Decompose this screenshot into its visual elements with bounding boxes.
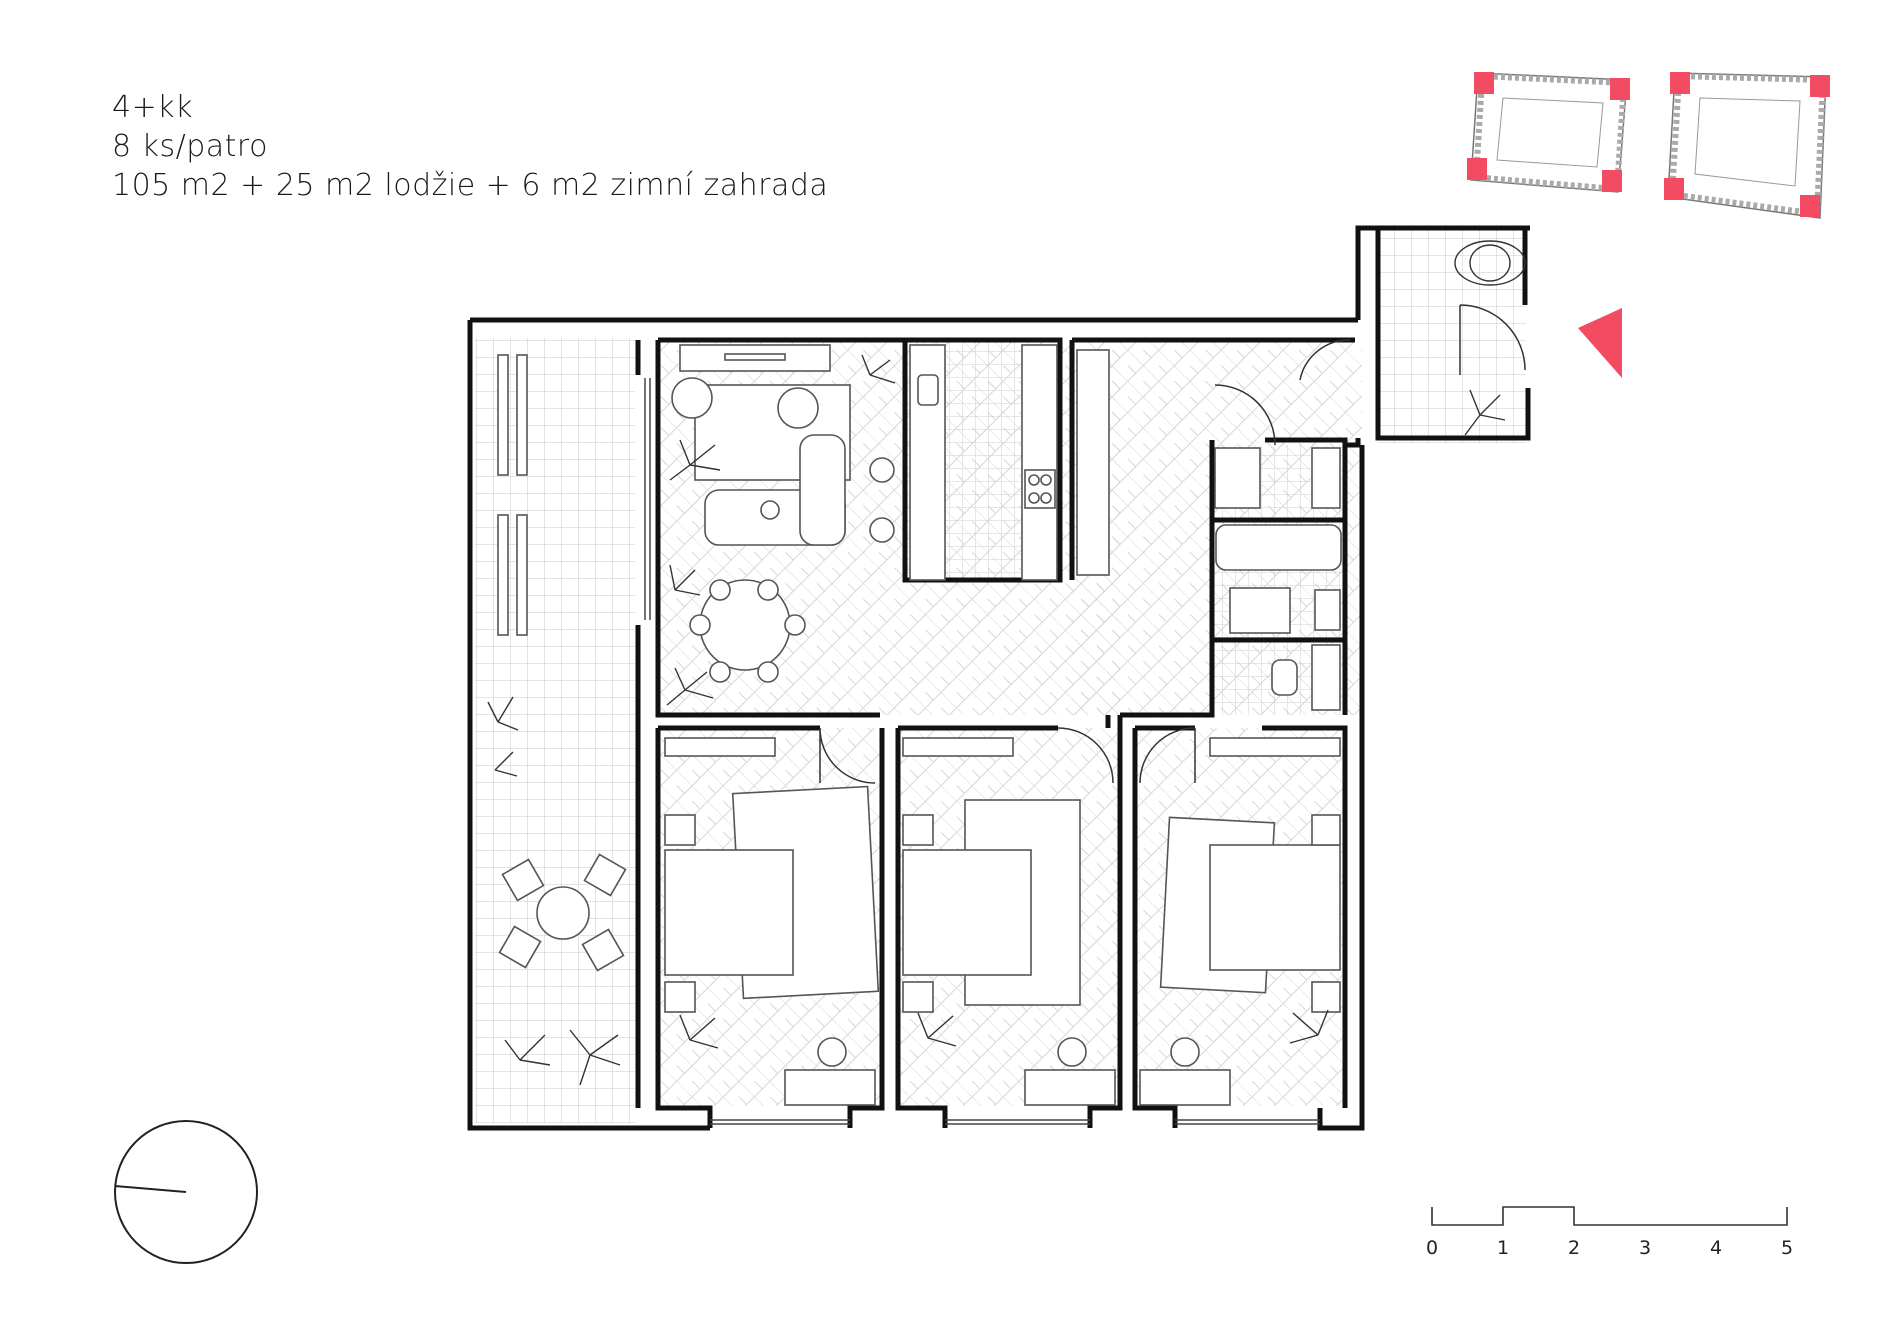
plants: [487, 240, 1526, 1086]
north-arrow-icon: [114, 1120, 258, 1264]
site-map-right: [1664, 72, 1830, 219]
furniture: [497, 344, 1342, 1106]
doors: [819, 304, 1526, 784]
scale-bar: [1431, 1206, 1788, 1226]
windows: [644, 378, 1320, 1125]
scale-label-3: 3: [1639, 1237, 1651, 1259]
units-per-floor: 8 ks/patro: [112, 129, 268, 164]
scale-label-1: 1: [1497, 1237, 1509, 1259]
walls: [467, 225, 1531, 1131]
unit-info: 4+kk 8 ks/patro 105 m2 + 25 m2 lodžie + …: [112, 88, 828, 205]
scale-labels: 0 1 2 3 4 5: [1426, 1237, 1793, 1259]
scale-label-2: 2: [1568, 1237, 1580, 1259]
scale-label-4: 4: [1710, 1237, 1722, 1259]
scale-label-5: 5: [1781, 1237, 1793, 1259]
unit-type: 4+kk: [112, 90, 193, 125]
entrance-arrow-icon: [1578, 308, 1622, 378]
scale-label-0: 0: [1426, 1237, 1438, 1259]
site-map-left: [1467, 72, 1630, 193]
unit-area: 105 m2 + 25 m2 lodžie + 6 m2 zimní zahra…: [112, 168, 829, 203]
